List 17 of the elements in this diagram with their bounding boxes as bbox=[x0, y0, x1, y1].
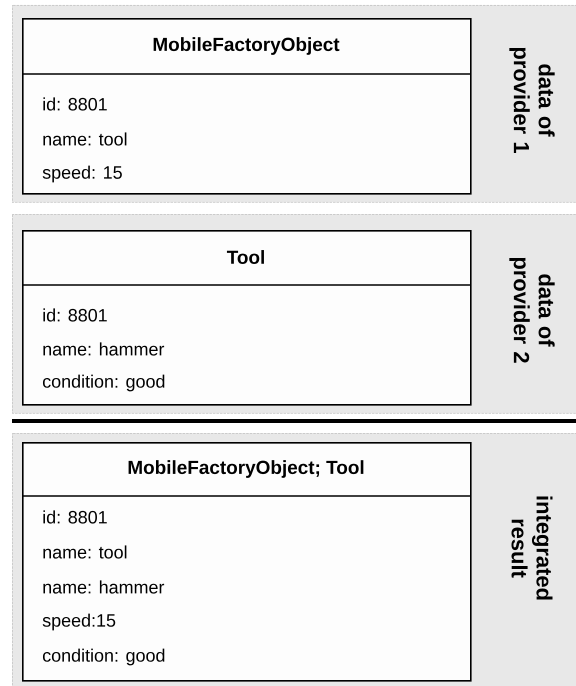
attribute-text: name: tool bbox=[43, 132, 126, 146]
class-box bbox=[22, 442, 472, 682]
class-name: MobileFactoryObject; Tool bbox=[128, 460, 364, 478]
class-box bbox=[22, 230, 472, 406]
attribute-text: id: 8801 bbox=[43, 308, 107, 322]
class-name: Tool bbox=[226, 250, 264, 264]
attribute-text: id: 8801 bbox=[43, 510, 107, 524]
attribute-text: condition: good bbox=[42, 648, 164, 666]
attribute-text: name: tool bbox=[43, 545, 126, 559]
class-box bbox=[22, 18, 472, 195]
attribute-text: name: hammer bbox=[43, 342, 164, 356]
attribute-text: speed: 15 bbox=[42, 166, 122, 182]
attribute-text: speed:15 bbox=[42, 614, 116, 630]
attribute-text: name: hammer bbox=[43, 580, 164, 594]
class-name: MobileFactoryObject bbox=[154, 37, 340, 55]
attribute-text: condition: good bbox=[42, 374, 164, 392]
attribute-text: id: 8801 bbox=[43, 97, 107, 111]
